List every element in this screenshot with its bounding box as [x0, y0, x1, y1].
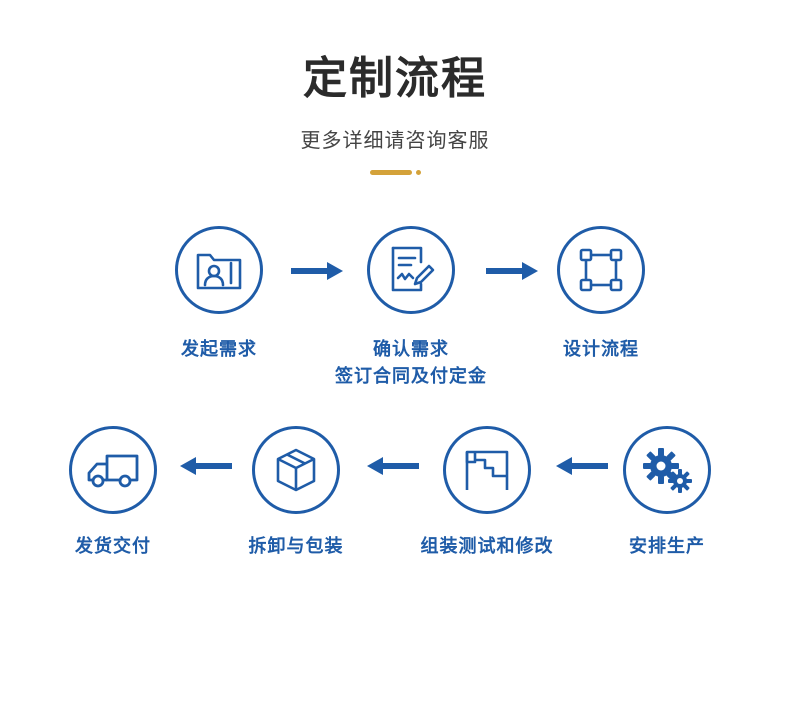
accent-divider [370, 170, 412, 175]
package-box-icon [276, 448, 316, 492]
step-confirm-sublabel: 签订合同及付定金 [335, 366, 487, 387]
step-assembly-circle [443, 426, 531, 514]
step-delivery-circle [69, 426, 157, 514]
step-initiate-label: 发起需求 [181, 339, 257, 360]
arrow-left-icon [180, 457, 232, 475]
id-card-icon [196, 253, 242, 290]
step-packing-label: 拆卸与包装 [248, 536, 344, 557]
step-delivery-label: 发货交付 [75, 536, 151, 557]
accent-dot [416, 170, 421, 175]
design-frame-icon [579, 248, 623, 292]
arrow-right-icon [291, 262, 343, 280]
delivery-truck-icon [87, 454, 139, 488]
step-production-label: 安排生产 [629, 536, 705, 557]
arrow-left-icon [556, 457, 608, 475]
step-production-circle [623, 426, 711, 514]
step-assembly-label: 组装测试和修改 [420, 536, 554, 557]
step-packing-circle [252, 426, 340, 514]
arrow-right-icon [486, 262, 538, 280]
gears-icon [643, 448, 692, 493]
step-confirm-label: 确认需求 [373, 339, 449, 360]
step-design-circle [557, 226, 645, 314]
step-confirm-circle [367, 226, 455, 314]
arrow-left-icon [367, 457, 419, 475]
page-subtitle: 更多详细请咨询客服 [300, 128, 490, 152]
document-sign-icon [391, 246, 435, 292]
floor-plan-icon [465, 450, 509, 490]
step-initiate-circle [175, 226, 263, 314]
page-title: 定制流程 [303, 53, 487, 104]
step-design-label: 设计流程 [563, 339, 639, 360]
